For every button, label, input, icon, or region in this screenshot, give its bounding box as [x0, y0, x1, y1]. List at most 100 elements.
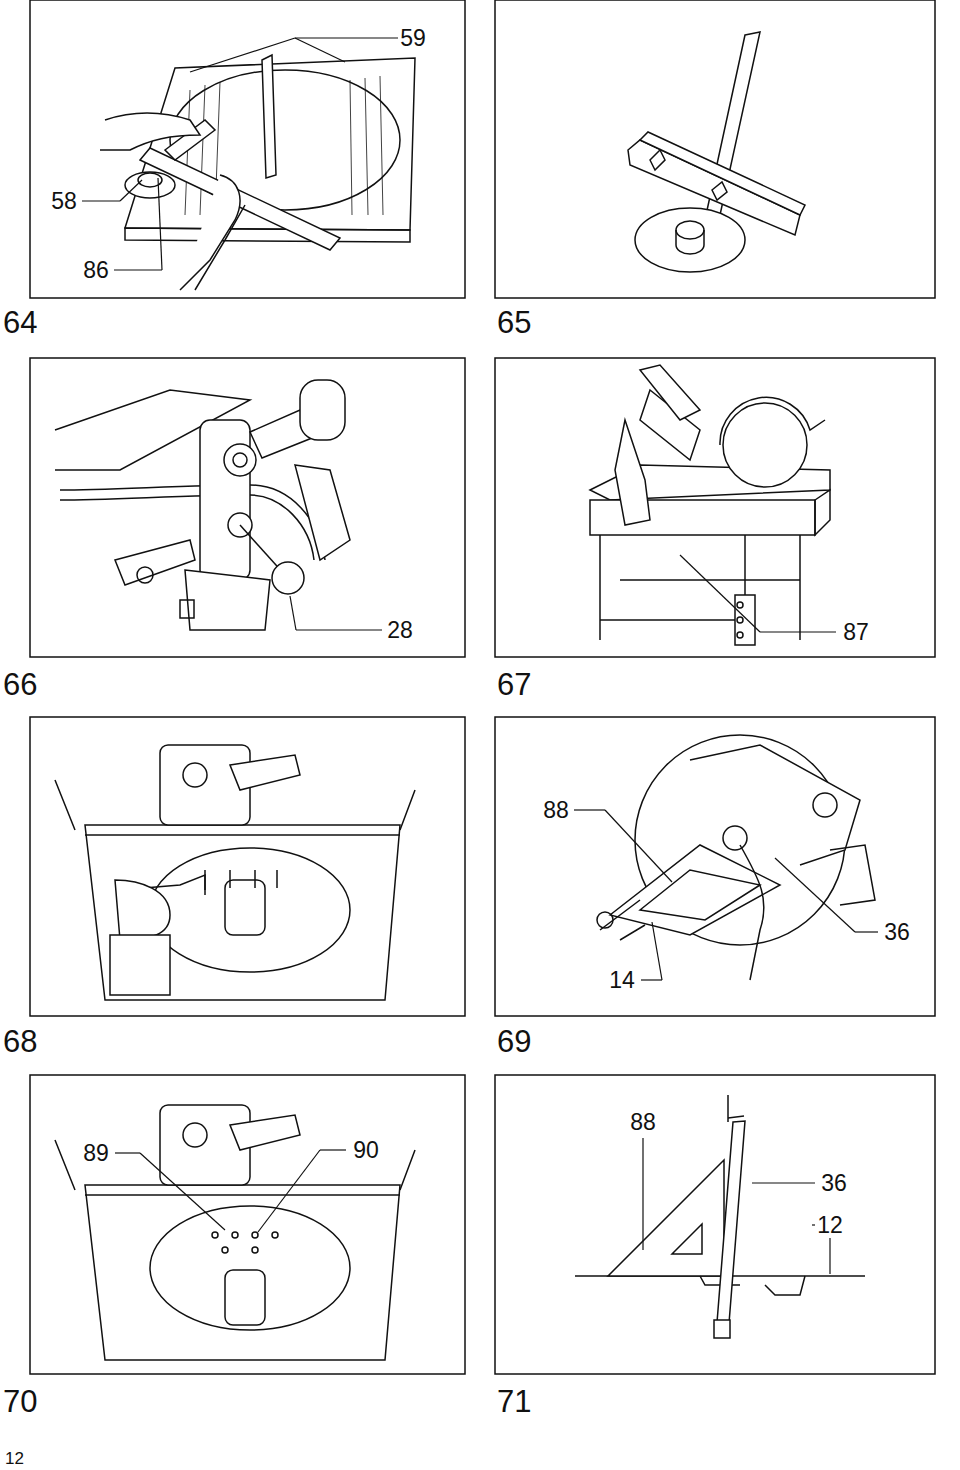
miter-gauge-illustration-part: [676, 230, 704, 254]
leader-lines-part: [295, 37, 398, 38]
callout-number: 36: [882, 920, 912, 945]
saw-on-stand-illustration-part: [723, 403, 807, 487]
table-underside-illustration-part: [272, 1232, 278, 1238]
leader-lines-part: [258, 1150, 320, 1232]
callout-number: 87: [841, 620, 871, 645]
panel-frames-part: [495, 0, 935, 298]
square-check-illustration: [575, 1095, 865, 1338]
leader-lines-part: [775, 858, 855, 932]
page-number: 12: [5, 1450, 24, 1467]
table-underside-illustration-part: [252, 1247, 258, 1253]
pivot-lock-illustration-part: [300, 380, 345, 440]
miter-gauge-illustration-part: [640, 132, 805, 215]
leader-lines-part: [752, 1182, 815, 1183]
table-underside-illustration-part: [55, 780, 415, 830]
pivot-lock-illustration-part: [233, 453, 247, 467]
pivot-lock-illustration-part: [295, 465, 350, 560]
saw-on-stand-illustration-part: [737, 602, 743, 608]
panel-frames-part: [495, 358, 935, 657]
table-underside-illustration-part: [229, 870, 231, 888]
saw-on-stand-illustration-part: [735, 595, 755, 645]
blade-squareness-illustration-part: [813, 793, 837, 817]
callout-number: 89: [81, 1141, 111, 1166]
pivot-lock-illustration-part: [185, 570, 270, 630]
table-underside-illustration-part: [276, 870, 278, 888]
leader-lines-part: [605, 810, 672, 882]
blade-squareness-illustration-part: [600, 900, 645, 940]
pivot-lock-illustration: [55, 380, 350, 630]
leader-lines-part: [641, 979, 662, 980]
saw-on-stand-illustration-part: [640, 365, 700, 420]
saw-on-stand-illustration-part: [815, 490, 830, 535]
saw-on-stand-illustration-part: [799, 535, 801, 640]
saw-on-stand-illustration: [590, 365, 830, 645]
figure-number: 68: [3, 1026, 37, 1057]
saw-on-stand-illustration-part: [737, 632, 743, 638]
pivot-lock-illustration-part: [60, 495, 314, 560]
square-check-illustration-part: [672, 1224, 702, 1254]
figure-number: 67: [497, 669, 531, 700]
figure-number: 64: [3, 307, 37, 338]
leader-lines-part: [114, 269, 162, 270]
table-underside-illustration-part: [183, 1123, 207, 1147]
square-check-illustration-part: [700, 1276, 805, 1295]
table-saw-illustration-part: [100, 113, 200, 150]
leader-lines-part: [642, 1138, 643, 1250]
table-saw-illustration-part: [125, 172, 175, 198]
table-underside-illustration-part: [183, 763, 207, 787]
callout-number: 14: [607, 968, 637, 993]
leader-lines: [680, 555, 836, 632]
leader-lines-part: [296, 629, 382, 630]
callout-number: 36: [819, 1171, 849, 1196]
table-underside-illustration-part: [85, 834, 400, 836]
panel-frames: [30, 0, 935, 1374]
leader-lines-part: [295, 38, 345, 62]
table-underside-illustration: [55, 1105, 415, 1360]
table-underside-illustration-part: [225, 880, 265, 935]
figure-number: 66: [3, 669, 37, 700]
table-underside-illustration-part: [160, 1105, 250, 1185]
figure-number: 70: [3, 1386, 37, 1417]
miter-gauge-illustration-part: [712, 182, 727, 200]
table-underside-illustration-part: [85, 1194, 400, 1196]
table-saw-illustration-part-part: [380, 76, 383, 215]
table-saw-illustration-part: [125, 228, 410, 242]
table-underside-illustration-part: [225, 1270, 265, 1325]
callout-number: 58: [49, 189, 79, 214]
blade-squareness-illustration-part: [830, 845, 875, 905]
leader-lines: [643, 1138, 830, 1274]
leader-lines-part: [140, 1153, 225, 1230]
table-saw-illustration: [100, 55, 415, 290]
leader-lines-part: [82, 200, 120, 201]
table-saw-illustration-part-part: [365, 78, 368, 215]
blade-squareness-illustration-part: [640, 870, 760, 920]
leader-lines-part: [115, 1152, 140, 1153]
leader-lines-part: [652, 922, 662, 980]
blade-squareness-illustration-part: [610, 845, 780, 935]
panel-frames-part: [30, 0, 465, 298]
saw-on-stand-illustration-part: [720, 397, 825, 445]
square-check-illustration-part: [716, 1121, 745, 1336]
panel-frames-part: [495, 1075, 935, 1374]
panel-frames-part: [30, 358, 465, 657]
blade-squareness-illustration: [597, 735, 875, 980]
table-underside-illustration-part: [85, 1185, 400, 1360]
panel-frames-part: [30, 717, 465, 1016]
table-underside-illustration-part: [110, 935, 170, 995]
figure-number: 69: [497, 1026, 531, 1057]
leader-lines: [82, 38, 398, 270]
callout-number: 90: [351, 1138, 381, 1163]
saw-on-stand-illustration-part: [615, 420, 650, 525]
callout-number: 86: [81, 258, 111, 283]
table-underside-illustration-part: [230, 1115, 300, 1150]
blade-squareness-illustration-part: [597, 912, 613, 928]
leader-lines: [574, 810, 878, 980]
miter-gauge-illustration: [628, 32, 805, 272]
callout-number: 59: [398, 26, 428, 51]
table-underside-illustration-part: [85, 825, 400, 1000]
panel-frames-part: [495, 717, 935, 1016]
saw-on-stand-illustration-part: [599, 535, 601, 640]
saw-on-stand-illustration-part: [600, 619, 745, 621]
